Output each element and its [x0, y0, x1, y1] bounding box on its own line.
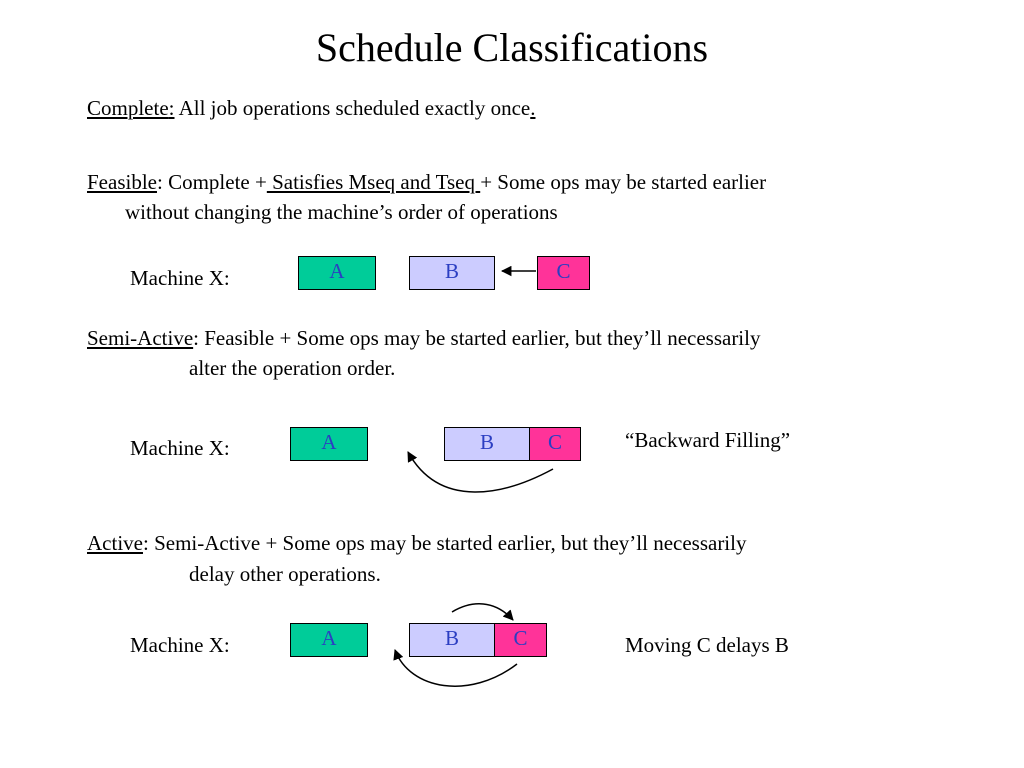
moving-c-note: Moving C delays B [625, 633, 789, 657]
semi-active-definition: Semi-Active: Feasible + Some ops may be … [87, 323, 760, 353]
op-b-box-active: B [409, 623, 495, 657]
semi-active-text: : Feasible + Some ops may be started ear… [193, 326, 761, 350]
feasible-definition: Feasible: Complete + Satisfies Mseq and … [87, 167, 766, 197]
complete-colon: : [168, 96, 175, 120]
active-term: Active [87, 531, 143, 555]
active-definition: Active: Semi-Active + Some ops may be st… [87, 528, 746, 558]
semi-active-line-2: alter the operation order. [189, 356, 396, 380]
op-a-box-semi-active: A [290, 427, 368, 461]
feasible-term: Feasible [87, 170, 157, 194]
complete-definition: Complete: All job operations scheduled e… [87, 93, 535, 123]
complete-period: . [530, 96, 536, 120]
machine-label-feasible: Machine X: [130, 266, 230, 290]
backward-filling-note: “Backward Filling” [625, 428, 791, 452]
op-c-box-feasible: C [537, 256, 590, 290]
feasible-text-b: Satisfies Mseq and Tseq [266, 170, 481, 194]
op-a-box-feasible: A [298, 256, 376, 290]
feasible-text-a: : Complete [156, 170, 255, 194]
complete-text: All job operations scheduled exactly onc… [174, 96, 531, 120]
feasible-plus-2: + [480, 170, 493, 194]
op-b-box-semi-active: B [444, 427, 530, 461]
machine-label-semi-active: Machine X: [130, 436, 230, 460]
active-text: : Semi-Active + Some ops may be started … [142, 531, 747, 555]
active-line-2: delay other operations. [189, 562, 381, 586]
feasible-line-2: without changing the machine’s order of … [125, 200, 558, 224]
op-c-box-active: C [494, 623, 547, 657]
feasible-text-c: Some ops may be started earlier [492, 170, 767, 194]
complete-term: Complete [87, 96, 169, 120]
op-b-box-feasible: B [409, 256, 495, 290]
semi-active-term: Semi-Active [87, 326, 194, 350]
page-title: Schedule Classifications [315, 25, 709, 70]
op-a-box-active: A [290, 623, 368, 657]
feasible-plus-1: + [254, 170, 267, 194]
op-c-box-semi-active: C [529, 427, 581, 461]
machine-label-active: Machine X: [130, 633, 230, 657]
arrow-b-forward [451, 603, 514, 621]
